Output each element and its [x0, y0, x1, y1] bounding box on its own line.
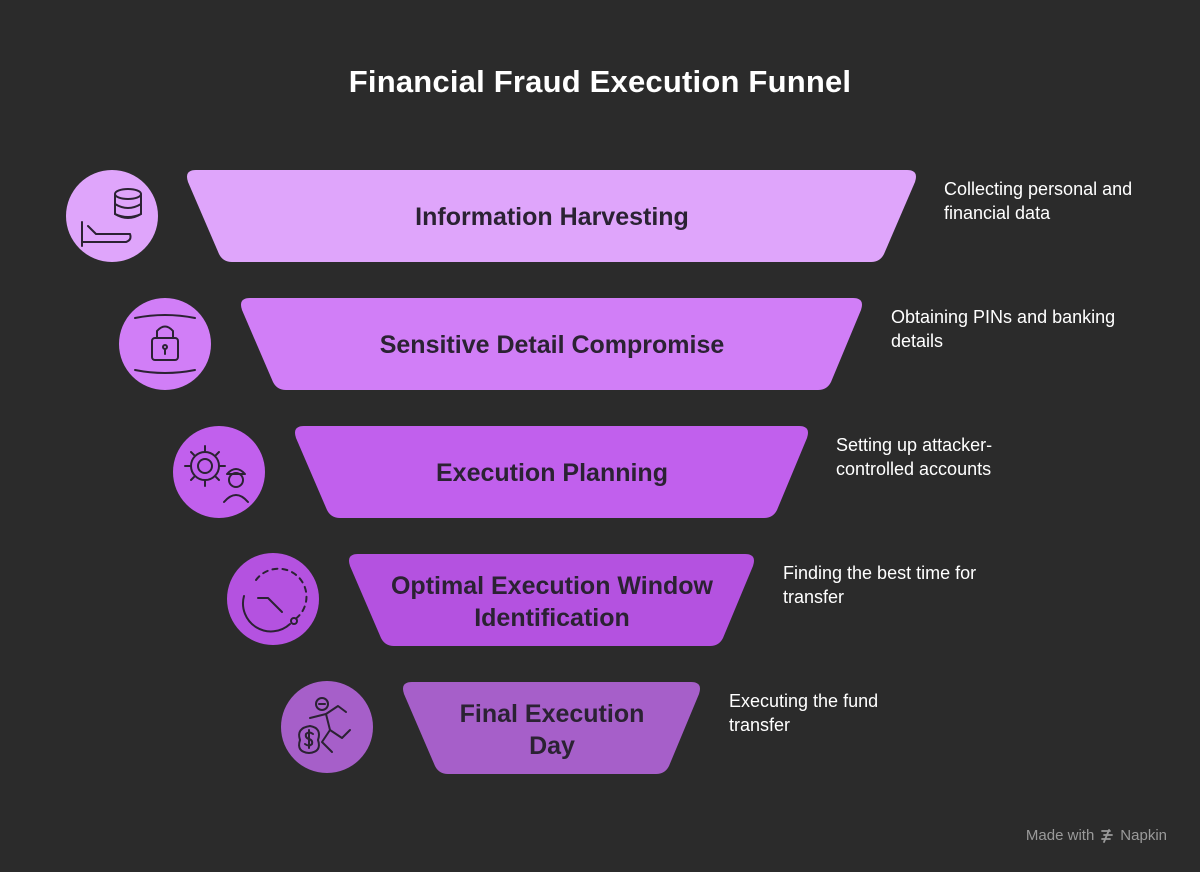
stage-icon-circle [281, 681, 373, 773]
gear-worker-icon [184, 445, 249, 503]
stage-label-line: Sensitive Detail Compromise [380, 331, 725, 359]
stage-label-line: Information Harvesting [415, 203, 689, 231]
stage-label: Execution Planning [436, 459, 668, 487]
funnel-stage: Information Harvesting [66, 170, 916, 262]
stage-description: Finding the best time for transfer [783, 563, 977, 607]
stage-label-line: Final Execution [460, 700, 645, 728]
funnel-band [295, 426, 808, 518]
stage-label-line: Execution Planning [436, 459, 668, 487]
stage-description: Setting up attacker-controlled accounts [836, 435, 993, 479]
money-runner-icon [298, 697, 351, 754]
funnel-band [403, 682, 700, 774]
timer-dial-icon [242, 567, 308, 633]
funnel-band [187, 170, 916, 262]
lock-scan-icon [134, 314, 196, 374]
funnel-stage: Sensitive Detail Compromise [119, 298, 862, 390]
funnel-band [241, 298, 862, 390]
made-with-text: Made with [1025, 827, 1095, 844]
funnel-stage: Execution Planning [173, 426, 808, 518]
stage-label: Information Harvesting [415, 203, 689, 231]
stage-label-line: Day [529, 732, 575, 760]
stage-icon-circle [66, 170, 158, 262]
stage-label: Sensitive Detail Compromise [380, 331, 725, 359]
stage-label-line: Identification [474, 604, 630, 632]
page-title: Financial Fraud Execution Funnel [348, 64, 852, 99]
napkin-logo-icon [1101, 828, 1114, 843]
stage-description: Executing the fund transfer [729, 691, 879, 735]
stage-description: Collecting personal and financial data [944, 179, 1133, 223]
stage-description: Obtaining PINs and banking details [891, 307, 1116, 351]
stage-label-line: Optimal Execution Window [391, 572, 714, 600]
funnel-band [349, 554, 754, 646]
stage-icon-circle [173, 426, 265, 518]
made-with-napkin[interactable]: Made with Napkin [1026, 827, 1167, 844]
napkin-brand-text: Napkin [1120, 827, 1167, 844]
database-hand-icon [81, 188, 142, 247]
